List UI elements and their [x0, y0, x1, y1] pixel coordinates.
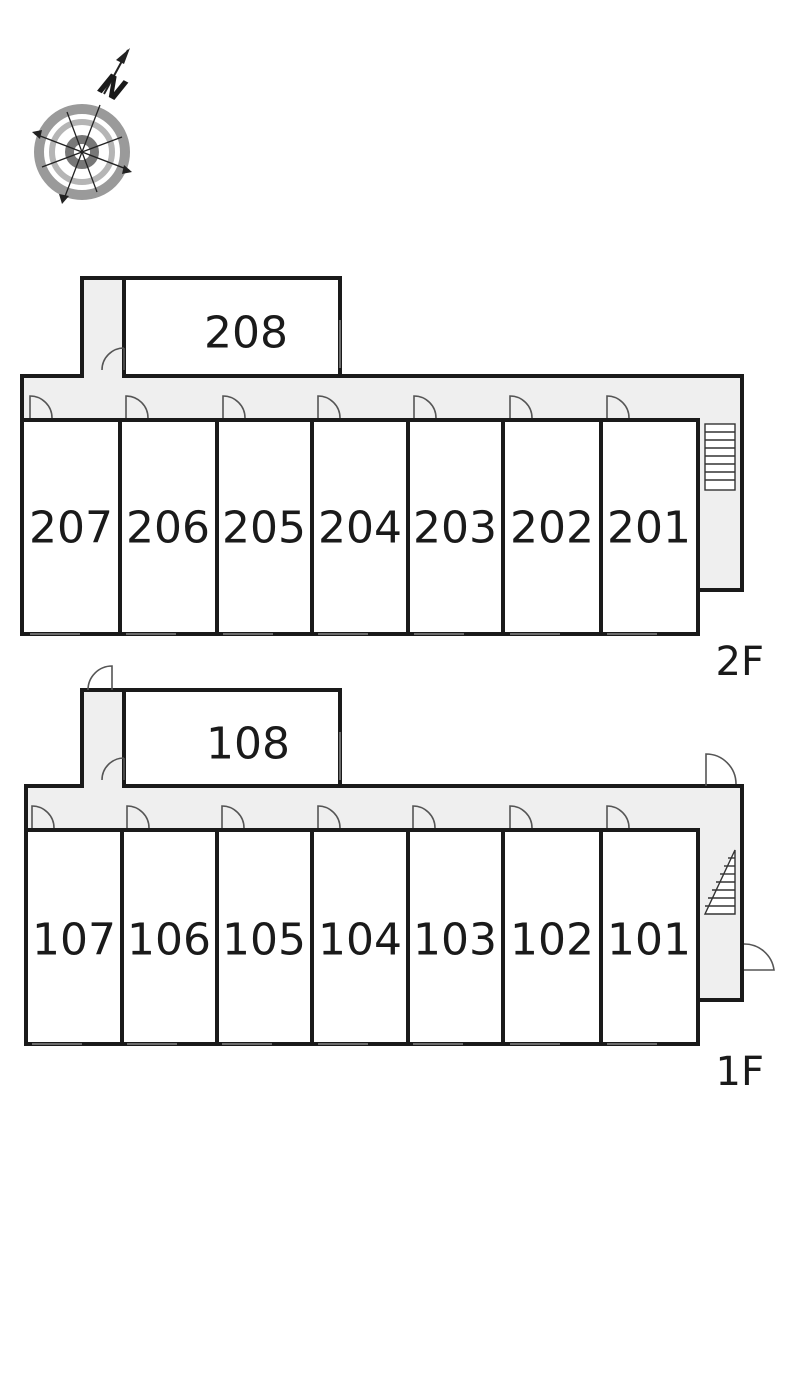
- room-102-label: 102: [510, 915, 594, 966]
- room-206-label: 206: [126, 503, 210, 554]
- room-107-label: 107: [32, 915, 116, 966]
- room-208-label: 208: [204, 308, 288, 359]
- floor-2f: 208 207 206 205 204 203 202 201: [20, 276, 764, 685]
- room-208: [122, 276, 342, 378]
- door-icon: [87, 665, 775, 971]
- floor-label-2f: 2F: [716, 639, 764, 685]
- door-icon: [101, 347, 125, 371]
- stairs-icon: [704, 423, 736, 491]
- room-108: [122, 688, 342, 788]
- room-104-label: 104: [318, 915, 402, 966]
- room-203: [406, 418, 505, 636]
- room-103: [406, 828, 505, 1046]
- room-207-label: 207: [29, 503, 113, 554]
- room-203-label: 203: [413, 503, 497, 554]
- room-105: [215, 828, 314, 1046]
- compass-rose-icon: [32, 48, 132, 204]
- room-106-label: 106: [127, 915, 211, 966]
- floor-1f: 108 107 106 105 104 103 102 101: [24, 665, 775, 1095]
- room-101-label: 101: [607, 915, 691, 966]
- door-icon: [29, 395, 630, 419]
- stairs-icon: [703, 849, 736, 915]
- room-202-label: 202: [510, 503, 594, 554]
- floor-label-1f: 1F: [716, 1049, 764, 1095]
- room-204: [310, 418, 410, 636]
- room-205: [215, 418, 314, 636]
- room-204-label: 204: [318, 503, 402, 554]
- north-label: N: [93, 67, 132, 110]
- room-102: [501, 828, 603, 1046]
- room-101: [599, 828, 700, 1046]
- room-201-label: 201: [607, 503, 691, 554]
- room-105-label: 105: [222, 915, 306, 966]
- room-201: [599, 418, 700, 636]
- room-108-label: 108: [206, 719, 290, 770]
- room-205-label: 205: [222, 503, 306, 554]
- door-icon: [31, 805, 630, 829]
- room-103-label: 103: [413, 915, 497, 966]
